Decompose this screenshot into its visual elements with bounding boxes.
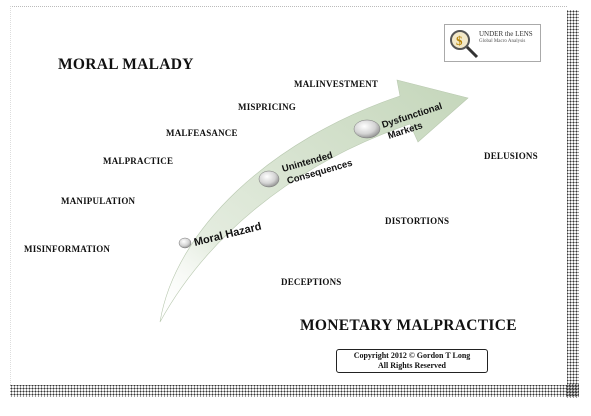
term-manipulation: MANIPULATION <box>61 196 136 206</box>
magnifier-dollar-icon: $ <box>450 30 479 59</box>
term-malinvestment: MALINVESTMENT <box>294 79 379 89</box>
term-deceptions: DECEPTIONS <box>281 277 342 287</box>
slide-frame <box>10 6 567 385</box>
curved-arrow <box>159 79 469 323</box>
bottom-drop-shadow <box>10 384 579 397</box>
copyright-line2: All Rights Reserved <box>378 361 446 370</box>
moral-malady-heading: MORAL MALADY <box>58 56 194 73</box>
monetary-malpractice-heading: MONETARY MALPRACTICE <box>300 317 517 334</box>
dysfunctional-markets-marker <box>353 119 381 139</box>
right-drop-shadow <box>566 10 579 398</box>
term-delusions: DELUSIONS <box>484 151 538 161</box>
moral-hazard-marker <box>178 237 192 249</box>
term-malpractice: MALPRACTICE <box>103 156 174 166</box>
copyright-box: Copyright 2012 © Gordon T Long All Right… <box>336 349 488 373</box>
logo-title: UNDER the LENS <box>479 30 533 38</box>
term-mispricing: MISPRICING <box>238 102 297 112</box>
under-the-lens-logo: $ UNDER the LENS Global Macro Analysis <box>444 24 541 62</box>
copyright-line1: Copyright 2012 © Gordon T Long <box>353 351 471 360</box>
svg-text:$: $ <box>456 33 463 48</box>
term-misinformation: MISINFORMATION <box>24 244 111 254</box>
term-malfeasance: MALFEASANCE <box>166 128 238 138</box>
logo-subtitle: Global Macro Analysis <box>479 39 526 44</box>
unintended-consequences-marker <box>258 170 280 188</box>
term-distortions: DISTORTIONS <box>385 216 450 226</box>
